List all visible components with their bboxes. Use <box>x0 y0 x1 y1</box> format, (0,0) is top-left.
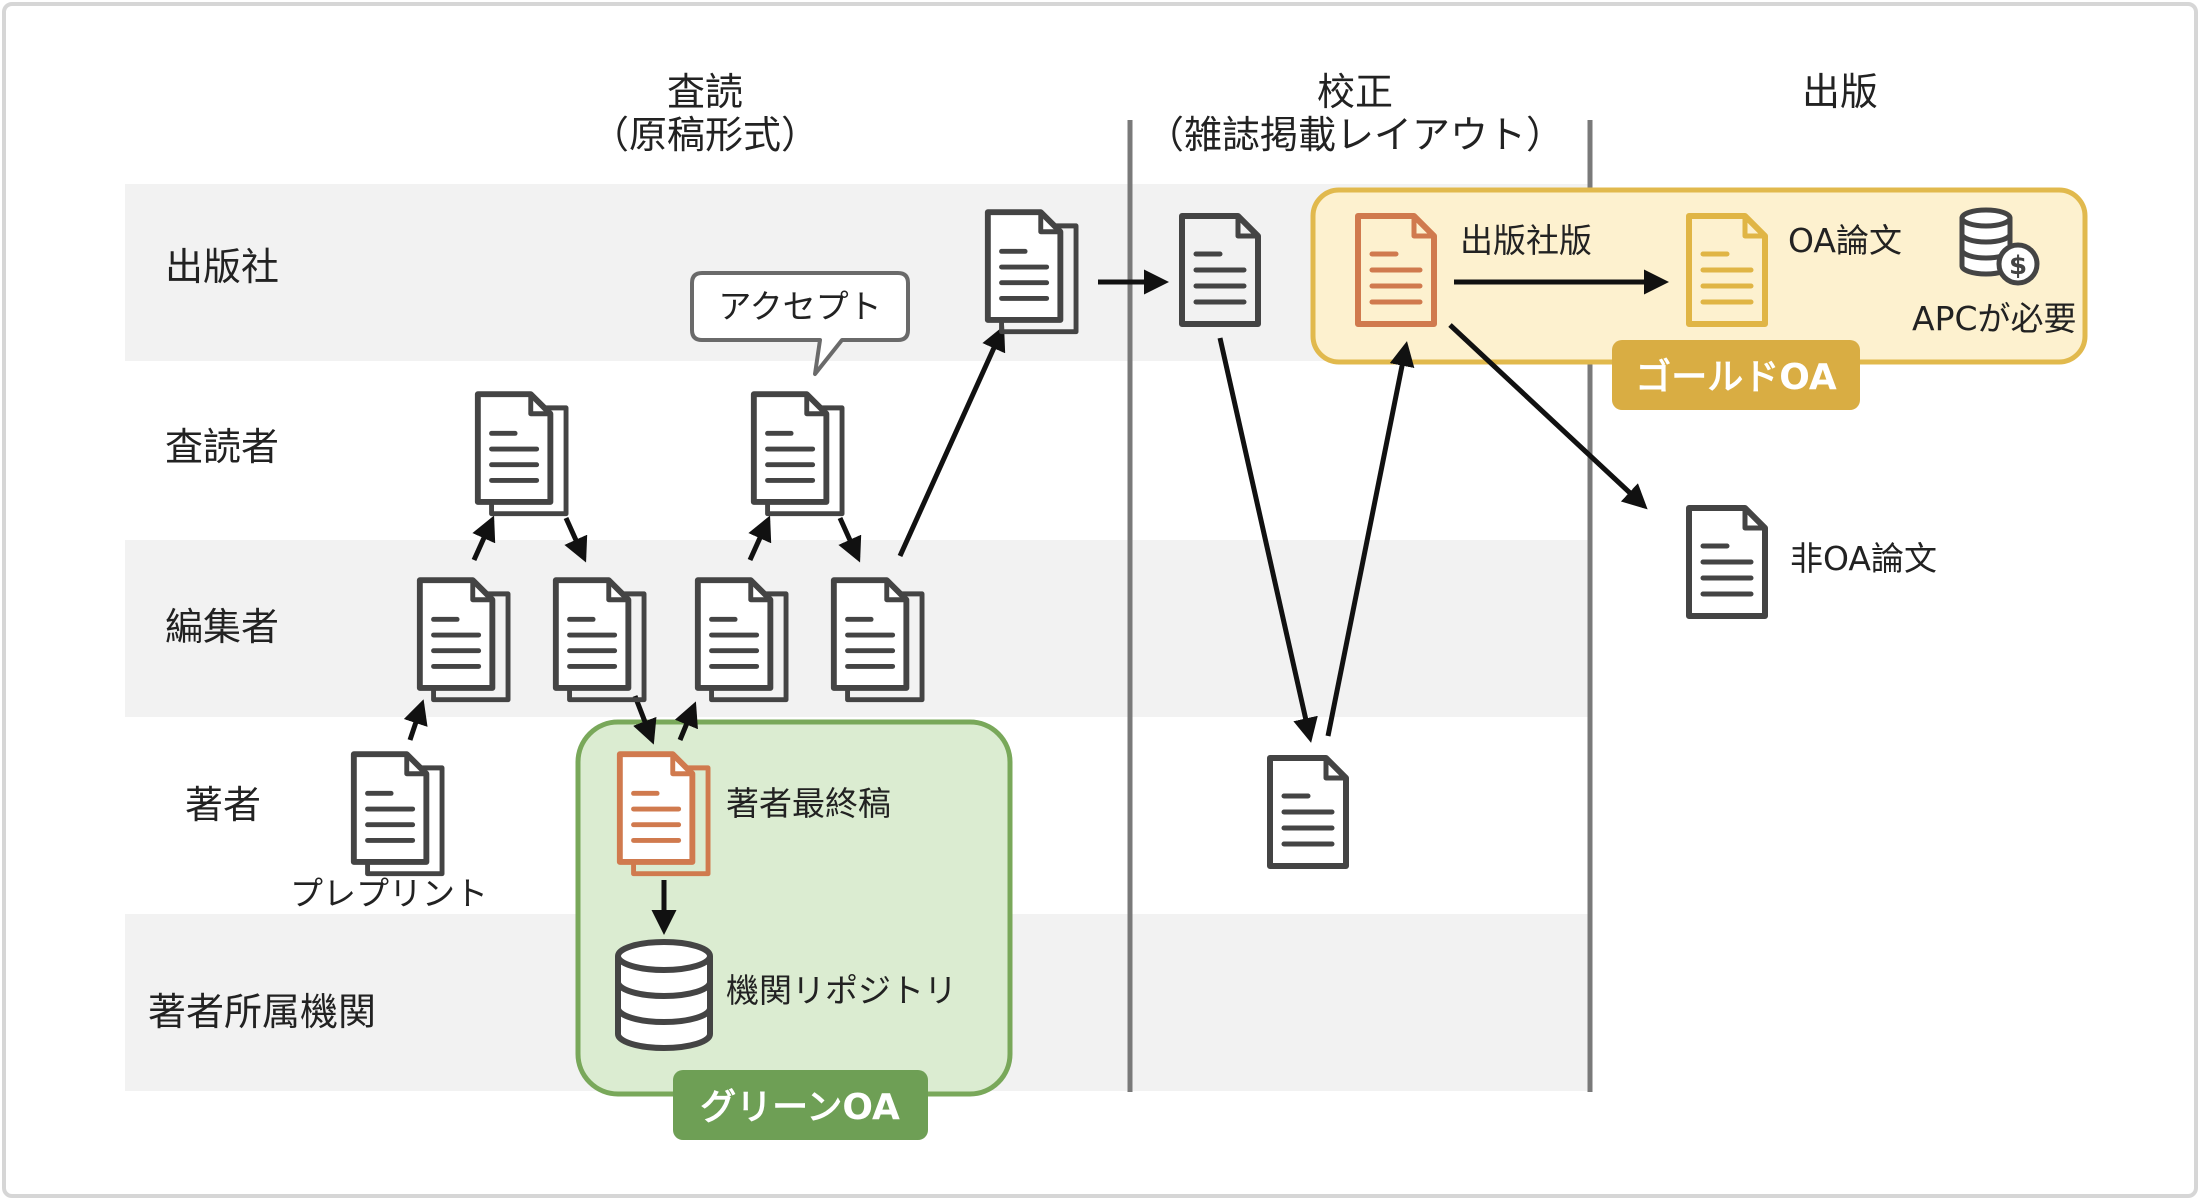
accept-callout-label: アクセプト <box>718 287 881 326</box>
svg-text:$: $ <box>2009 251 2027 281</box>
label-repository: 機関リポジトリ <box>726 971 957 1010</box>
arrow-reviewer-to-editor-1 <box>563 516 588 563</box>
column-title-proof: 校正 <box>1317 70 1393 114</box>
lane-label-publisher: 出版社 <box>165 245 279 289</box>
column-title-review: 査読 <box>667 70 743 114</box>
label-non-oa-article: 非OA論文 <box>1790 539 1937 578</box>
label-preprint: プレプリント <box>290 874 488 913</box>
arrow-author-to-editor <box>674 701 698 741</box>
label-apc-required: APCが必要 <box>1912 299 2077 338</box>
database-icon <box>615 939 713 1051</box>
label-publisher-version: 出版社版 <box>1460 221 1592 260</box>
arrow-editor-to-author <box>632 695 657 745</box>
arrow-editor-to-reviewer-1 <box>471 515 496 562</box>
column-title-publish: 出版 <box>1802 70 1878 114</box>
lane-label-reviewer: 査読者 <box>165 425 279 469</box>
column-subtitle-review: （原稿形式） <box>591 113 819 157</box>
green-oa-badge-label: グリーンOA <box>700 1087 900 1128</box>
coins-dollar-icon: $ <box>1959 207 2040 286</box>
arrow-reviewer-to-editor-2 <box>837 516 862 563</box>
arrow-editor-to-reviewer-2 <box>747 515 772 562</box>
arrow-preprint-to-editor <box>403 699 428 741</box>
flow-arrows <box>403 269 1669 935</box>
green-oa-badge <box>673 1070 928 1140</box>
arrow-editor-to-publisher <box>897 325 1006 558</box>
label-oa-article: OA論文 <box>1788 221 1902 260</box>
gold-oa-badge <box>1612 340 1860 410</box>
arrow-publisher-version-to-non-oa <box>1448 323 1648 510</box>
arrow-proof-to-author <box>1217 337 1318 743</box>
accept-callout: アクセプト <box>690 271 910 376</box>
column-subtitle-proof: （雑誌掲載レイアウト） <box>1146 113 1564 157</box>
lane-label-author: 著者 <box>185 783 261 827</box>
lane-label-institution: 著者所属機関 <box>148 990 376 1034</box>
label-author-final: 著者最終稿 <box>726 784 891 823</box>
gold-oa-badge-label: ゴールドOA <box>1635 356 1837 398</box>
lane-label-editor: 編集者 <box>165 605 279 649</box>
arrow-author-to-publisher-version <box>1325 341 1415 737</box>
